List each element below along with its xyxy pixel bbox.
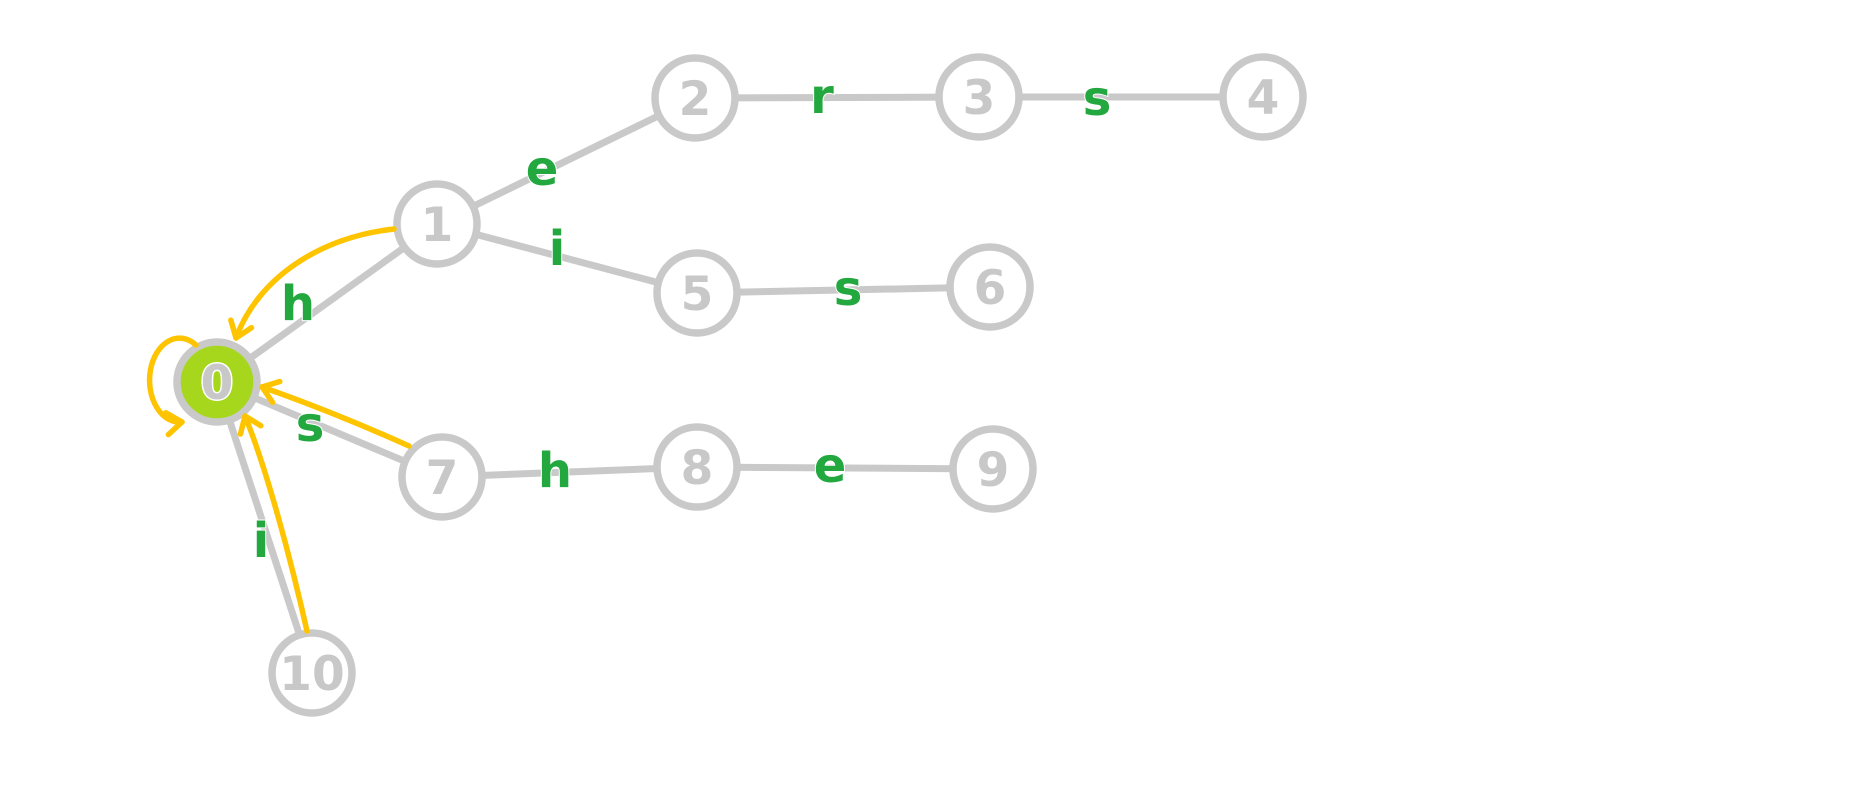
node-9[interactable]: 9 xyxy=(949,425,1037,513)
node-circle[interactable] xyxy=(653,249,741,337)
edge-label-r-2-3: r xyxy=(810,69,834,125)
node-circle[interactable] xyxy=(393,180,481,268)
tree-edge-5-6 xyxy=(696,283,991,297)
node-1[interactable]: 1 xyxy=(393,180,481,268)
node-2[interactable]: 2 xyxy=(651,54,739,142)
node-label-4: 4 xyxy=(1247,71,1280,126)
node-label-10: 10 xyxy=(279,647,344,702)
tree-edge-0-1 xyxy=(214,221,440,385)
edge-label-e-1-2: e xyxy=(526,141,559,197)
node-7[interactable]: 7 xyxy=(398,433,486,521)
node-label-1: 1 xyxy=(421,198,454,253)
node-circle[interactable] xyxy=(1219,53,1307,141)
node-6[interactable]: 6 xyxy=(946,243,1034,331)
edge-label-s-5-6: s xyxy=(834,261,863,317)
suffix-link-0-0 xyxy=(146,335,199,438)
tree-edge-2-3 xyxy=(694,93,980,102)
node-label-9: 9 xyxy=(977,443,1010,498)
suffix-link-10-0 xyxy=(237,413,310,634)
node-label-6: 6 xyxy=(974,261,1007,316)
node-3[interactable]: 3 xyxy=(935,53,1023,141)
node-0[interactable]: 0 xyxy=(173,338,261,426)
node-circle[interactable] xyxy=(651,54,739,142)
node-label-5: 5 xyxy=(681,267,714,322)
node-8[interactable]: 8 xyxy=(653,423,741,511)
edge-label-s-3-4: s xyxy=(1083,71,1112,127)
node-circle[interactable] xyxy=(268,629,356,717)
node-circle[interactable] xyxy=(949,425,1037,513)
suffix-link-7-0 xyxy=(259,378,412,449)
edge-label-h-7-8: h xyxy=(538,443,572,499)
node-circle[interactable] xyxy=(935,53,1023,141)
tree-edge-1-5 xyxy=(436,220,698,297)
edge-label-e-8-9: e xyxy=(814,438,847,494)
edge-label-i-1-5: i xyxy=(549,221,565,277)
node-circle[interactable] xyxy=(946,243,1034,331)
node-circle-highlighted[interactable] xyxy=(173,338,261,426)
node-label-7: 7 xyxy=(426,451,459,506)
node-5[interactable]: 5 xyxy=(653,249,741,337)
nodes-layer: 0 1 2 3 4 5 6 7 8 9 10 xyxy=(173,53,1307,717)
node-circle[interactable] xyxy=(653,423,741,511)
tree-edge-1-2 xyxy=(435,94,697,228)
tree-edges-layer xyxy=(213,93,1263,675)
tree-edge-0-10 xyxy=(213,380,316,675)
node-label-0: 0 xyxy=(201,356,234,411)
suffix-links-layer xyxy=(146,226,412,634)
node-4[interactable]: 4 xyxy=(1219,53,1307,141)
edge-label-h-0-1: h xyxy=(281,276,315,332)
node-10[interactable]: 10 xyxy=(268,629,356,717)
node-label-2: 2 xyxy=(679,72,712,127)
edge-label-s-0-7: s xyxy=(296,397,325,453)
tree-edge-8-9 xyxy=(696,463,994,473)
node-circle[interactable] xyxy=(398,433,486,521)
edge-label-i-0-10: i xyxy=(253,513,269,569)
suffix-link-1-0 xyxy=(228,226,397,341)
node-label-3: 3 xyxy=(963,71,996,126)
node-label-8: 8 xyxy=(681,441,714,496)
